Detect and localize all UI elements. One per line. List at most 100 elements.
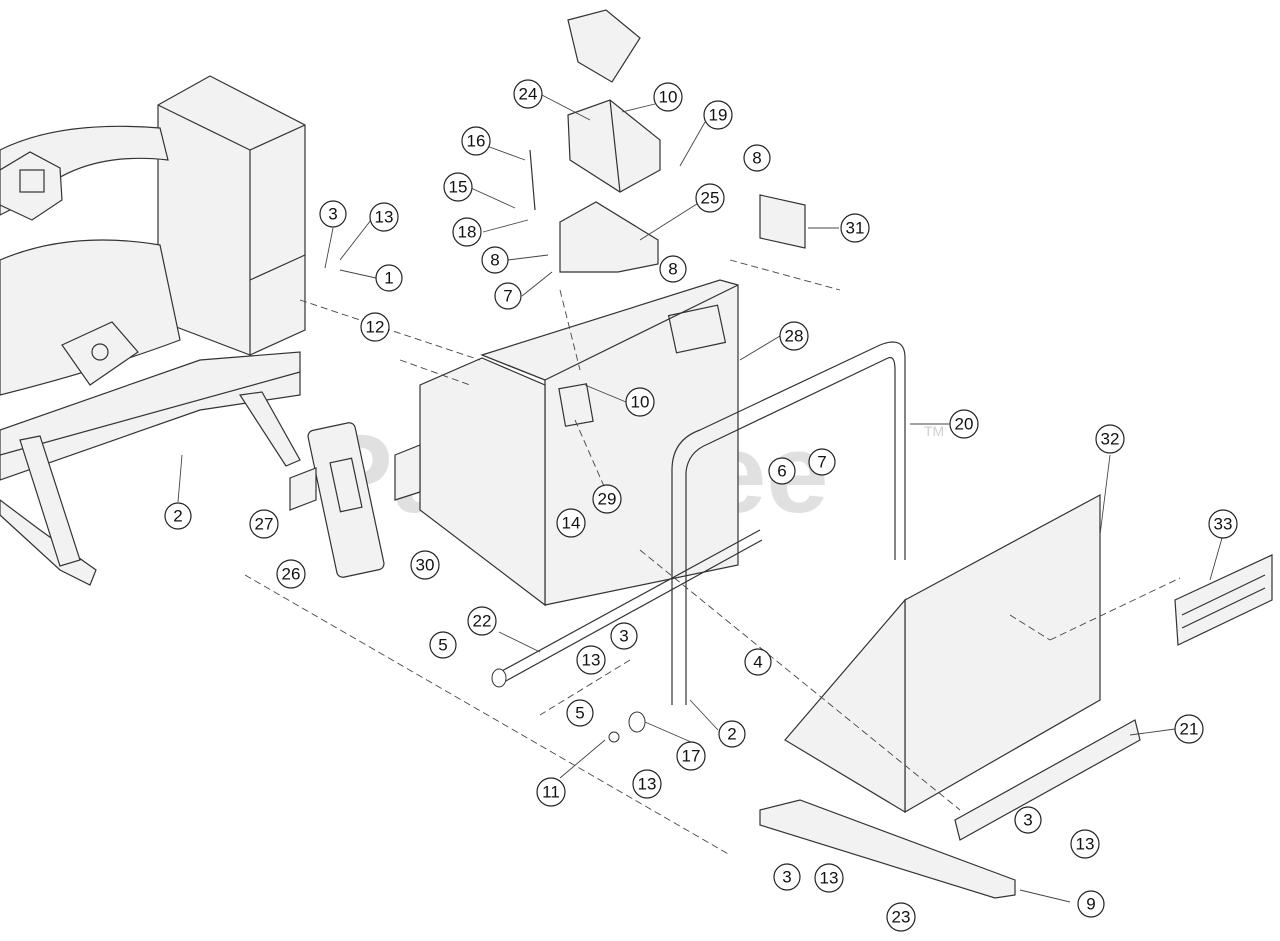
callout-13[interactable]: 13 xyxy=(369,202,399,232)
callout-8[interactable]: 8 xyxy=(481,246,509,274)
callout-21[interactable]: 21 xyxy=(1174,714,1204,744)
callout-label: 13 xyxy=(375,208,394,227)
callout-label: 3 xyxy=(619,627,628,646)
lead-lines xyxy=(244,259,1181,856)
callout-13[interactable]: 13 xyxy=(576,645,606,675)
callout-6[interactable]: 6 xyxy=(768,457,796,485)
callout-label: 17 xyxy=(682,747,701,766)
callout-label: 13 xyxy=(1076,835,1095,854)
callout-20[interactable]: 20 xyxy=(949,409,979,439)
callout-5[interactable]: 5 xyxy=(566,699,594,727)
callout-label: 5 xyxy=(438,636,447,655)
callout-label: 31 xyxy=(846,219,865,238)
callout-3[interactable]: 3 xyxy=(773,863,801,891)
callout-15[interactable]: 15 xyxy=(443,172,473,202)
callout-5[interactable]: 5 xyxy=(429,631,457,659)
callout-27[interactable]: 27 xyxy=(249,509,279,539)
callout-label: 3 xyxy=(328,205,337,224)
callout-label: 6 xyxy=(777,462,786,481)
lower-brace xyxy=(759,799,1016,899)
callout-label: 1 xyxy=(384,269,393,288)
callout-4[interactable]: 4 xyxy=(744,648,772,676)
callout-10[interactable]: 10 xyxy=(653,82,683,112)
callout-7[interactable]: 7 xyxy=(808,448,836,476)
side-shield xyxy=(784,493,1141,841)
callout-label: 19 xyxy=(709,106,728,125)
callout-13[interactable]: 13 xyxy=(632,769,662,799)
callout-label: 2 xyxy=(727,725,736,744)
callout-3[interactable]: 3 xyxy=(319,200,347,228)
callout-label: 21 xyxy=(1180,720,1199,739)
callout-3[interactable]: 3 xyxy=(610,622,638,650)
callout-11[interactable]: 11 xyxy=(536,777,566,807)
callout-label: 28 xyxy=(785,327,804,346)
callout-label: 3 xyxy=(1023,811,1032,830)
callout-19[interactable]: 19 xyxy=(703,100,733,130)
small-plates xyxy=(289,194,806,578)
callout-label: 7 xyxy=(817,453,826,472)
frame-assembly xyxy=(0,75,306,586)
callout-26[interactable]: 26 xyxy=(276,559,306,589)
callout-label: 15 xyxy=(449,178,468,197)
callout-label: 11 xyxy=(542,783,560,802)
callout-25[interactable]: 25 xyxy=(695,183,725,213)
callout-label: 22 xyxy=(473,612,492,631)
callout-28[interactable]: 28 xyxy=(779,321,809,351)
watermark-trademark: TM xyxy=(924,423,944,439)
callout-label: 2 xyxy=(173,507,182,526)
callout-label: 8 xyxy=(490,251,499,270)
callout-23[interactable]: 23 xyxy=(886,902,916,932)
callout-label: 8 xyxy=(752,149,761,168)
callout-7[interactable]: 7 xyxy=(494,282,522,310)
callout-label: 20 xyxy=(955,415,974,434)
callout-label: 7 xyxy=(503,287,512,306)
callout-label: 25 xyxy=(701,189,720,208)
callout-18[interactable]: 18 xyxy=(452,217,482,247)
callout-label: 12 xyxy=(366,318,385,337)
callout-3[interactable]: 3 xyxy=(1014,806,1042,834)
callout-label: 29 xyxy=(598,490,617,509)
callout-label: 9 xyxy=(1086,895,1095,914)
callout-31[interactable]: 31 xyxy=(840,213,870,243)
callout-16[interactable]: 16 xyxy=(461,126,491,156)
rods-hardware xyxy=(491,529,763,743)
callout-9[interactable]: 9 xyxy=(1077,890,1105,918)
callout-label: 23 xyxy=(892,908,911,927)
callout-label: 27 xyxy=(255,515,274,534)
callout-label: 10 xyxy=(631,393,650,412)
decal xyxy=(1174,554,1273,646)
callout-2[interactable]: 2 xyxy=(718,720,746,748)
callout-24[interactable]: 24 xyxy=(513,79,543,109)
callout-label: 13 xyxy=(638,775,657,794)
callout-30[interactable]: 30 xyxy=(410,550,440,580)
callout-label: 33 xyxy=(1214,515,1233,534)
callout-33[interactable]: 33 xyxy=(1208,509,1238,539)
callout-label: 13 xyxy=(582,651,601,670)
callout-label: 14 xyxy=(562,514,581,533)
leader-lines xyxy=(177,93,1223,903)
callout-label: 3 xyxy=(782,868,791,887)
callout-13[interactable]: 13 xyxy=(1070,829,1100,859)
callout-1[interactable]: 1 xyxy=(375,264,403,292)
callout-label: 16 xyxy=(467,132,486,151)
callout-2[interactable]: 2 xyxy=(164,502,192,530)
callout-label: 13 xyxy=(820,869,839,888)
callout-8[interactable]: 8 xyxy=(659,255,687,283)
callout-29[interactable]: 29 xyxy=(592,484,622,514)
callout-label: 24 xyxy=(519,85,538,104)
callout-10[interactable]: 10 xyxy=(625,387,655,417)
handle xyxy=(671,341,906,705)
callout-17[interactable]: 17 xyxy=(676,741,706,771)
callout-22[interactable]: 22 xyxy=(467,606,497,636)
callout-label: 4 xyxy=(753,653,762,672)
callout-label: 32 xyxy=(1101,430,1120,449)
callout-12[interactable]: 12 xyxy=(360,312,390,342)
callout-label: 10 xyxy=(659,88,678,107)
callout-14[interactable]: 14 xyxy=(556,508,586,538)
callout-label: 5 xyxy=(575,704,584,723)
callout-8[interactable]: 8 xyxy=(743,144,771,172)
callout-13[interactable]: 13 xyxy=(814,863,844,893)
callout-32[interactable]: 32 xyxy=(1095,424,1125,454)
callout-label: 26 xyxy=(282,565,301,584)
